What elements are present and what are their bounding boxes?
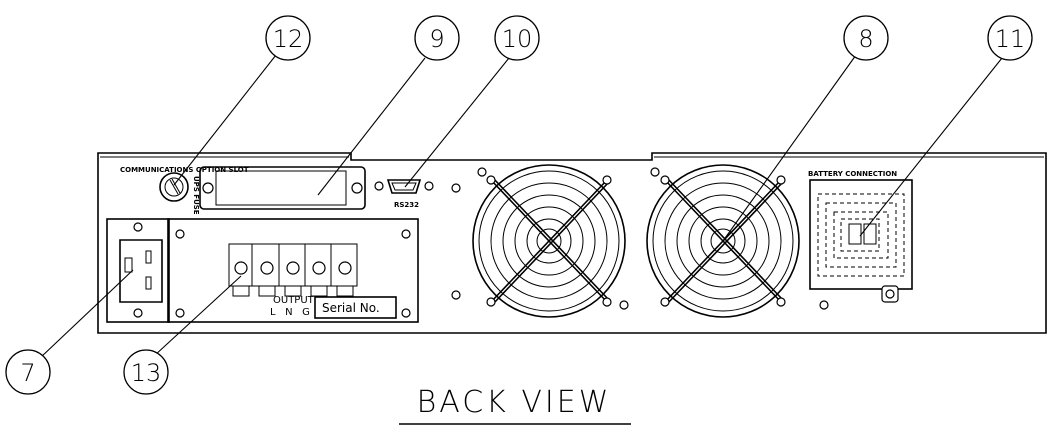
communications-option-slot: COMMUNICATIONS OPTION SLOT: [120, 166, 366, 210]
callout-9-number: 9: [429, 25, 444, 53]
ups-fuse-label: UPS FUSE: [192, 176, 200, 215]
output-panel: OUTPUT L N G Serial No.: [167, 218, 419, 323]
terminal-screw-4: [312, 261, 326, 275]
battery-connection: BATTERY CONNECTION: [808, 170, 913, 303]
callout-8-number: 8: [858, 25, 873, 53]
callout-8: 8: [843, 15, 889, 61]
callout-9: 9: [414, 15, 460, 61]
callout-7-number: 7: [20, 359, 35, 387]
view-title-text: BACK VIEW: [417, 385, 612, 420]
battery-screw: [885, 289, 895, 299]
callout-12: 12: [265, 15, 311, 61]
slot-screw-left: [202, 182, 214, 194]
view-title: BACK VIEW: [399, 385, 631, 425]
rs232-screw-left: [374, 181, 384, 191]
ac-input-socket: [106, 218, 170, 323]
chassis-screws: [451, 167, 829, 310]
callout-10-number: 10: [502, 25, 533, 53]
callout-10: 10: [494, 15, 540, 61]
ups-fuse: UPS FUSE: [159, 172, 200, 215]
rs232-port: RS232: [374, 179, 434, 209]
callout-11: 11: [987, 15, 1033, 61]
callout-7: 7: [5, 349, 51, 395]
callout-13-number: 13: [131, 359, 162, 387]
terminal-screw-3: [286, 261, 300, 275]
callout-11-number: 11: [995, 25, 1026, 53]
terminal-screw-1: [234, 261, 248, 275]
callout-13: 13: [123, 349, 169, 395]
communications-slot-label: COMMUNICATIONS OPTION SLOT: [120, 166, 249, 174]
terminal-screw-2: [260, 261, 274, 275]
rs232-screw-right: [424, 181, 434, 191]
slot-screw-right: [351, 182, 363, 194]
fan-left: [472, 164, 626, 318]
callout-12-number: 12: [273, 25, 304, 53]
chassis-outline: [97, 152, 1047, 334]
callout-leaders: [39, 54, 1003, 359]
terminal-screw-5: [338, 261, 352, 275]
serial-number-label: Serial No.: [322, 301, 380, 315]
output-label: OUTPUT: [273, 295, 315, 306]
battery-connection-label: BATTERY CONNECTION: [808, 170, 897, 178]
rs232-label: RS232: [394, 201, 419, 209]
output-terminals-label: L N G: [270, 307, 310, 318]
